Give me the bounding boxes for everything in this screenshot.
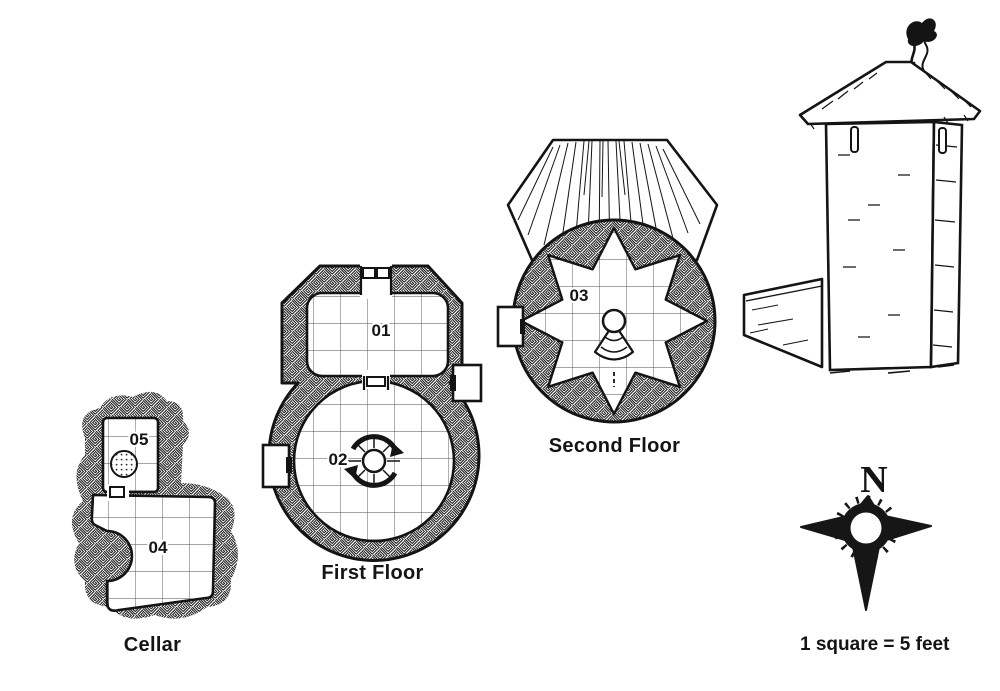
compass-north-label: N — [860, 459, 887, 501]
second-floor-plan: 03 — [496, 138, 719, 424]
second-floor-label: Second Floor — [548, 435, 681, 457]
compass-rose-icon: N — [800, 459, 932, 611]
tower-illustration — [742, 18, 982, 374]
compass-thorn-ring — [833, 495, 899, 561]
room-number-01: 01 — [372, 321, 391, 340]
right-alcove — [451, 363, 483, 403]
cellar-label: Cellar — [123, 634, 182, 656]
window-slit — [938, 127, 947, 154]
door-icon — [376, 267, 390, 279]
room-04-floor — [90, 493, 217, 612]
door-icon — [362, 267, 376, 279]
cellar-plan: 05 04 — [71, 391, 238, 619]
doorway-jambs — [362, 376, 390, 390]
door-icon — [520, 319, 525, 334]
room-number-05: 05 — [130, 430, 149, 449]
stairs-wedge-icon — [593, 308, 635, 387]
annex-wall — [742, 277, 824, 369]
door-icon — [366, 376, 386, 387]
compass-hub — [850, 512, 882, 544]
tower-body — [824, 120, 964, 372]
room-number-03: 03 — [570, 286, 589, 305]
window-slit — [850, 126, 859, 153]
roof-outline — [506, 138, 719, 262]
door-icon — [109, 486, 125, 498]
scale-note: 1 square = 5 feet — [800, 634, 950, 655]
roof-shading — [517, 140, 701, 261]
left-alcove — [496, 305, 525, 348]
room-number-02: 02 — [329, 450, 348, 469]
cistern-icon — [110, 450, 138, 478]
door-icon — [286, 457, 292, 473]
doorway-jambs — [359, 266, 393, 295]
left-alcove — [261, 443, 291, 489]
ground-line — [829, 364, 955, 374]
door-icon — [450, 375, 456, 391]
room-number-04: 04 — [149, 538, 168, 557]
first-floor-label: First Floor — [321, 562, 424, 584]
tower-roof — [798, 60, 982, 130]
spiral-stair-icon — [344, 434, 404, 488]
first-floor-plan: 01 02 — [261, 259, 483, 562]
